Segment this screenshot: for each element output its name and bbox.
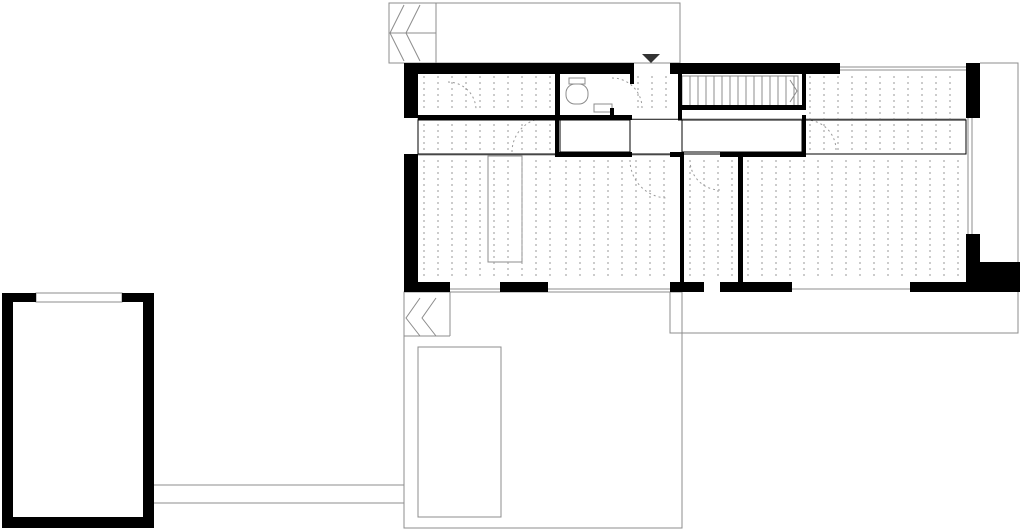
wall-inner-v-1 xyxy=(555,74,560,120)
right-terrace-outline xyxy=(669,62,1019,334)
lower-planter-outline xyxy=(417,346,502,518)
door-swing-hall xyxy=(629,159,669,199)
triangle-down-icon xyxy=(642,54,660,63)
door-swing-wc xyxy=(611,77,643,109)
garage-wall-right xyxy=(143,293,154,528)
toilet-icon xyxy=(565,77,613,113)
wall-inner-v-6 xyxy=(802,74,806,110)
wall-inner-v-3 xyxy=(678,74,682,120)
wall-right-corner xyxy=(966,262,1020,292)
chevron-left-icon xyxy=(389,4,437,337)
stair-outline xyxy=(681,75,799,107)
wall-inner-v-7 xyxy=(802,115,806,157)
wall-inner-row-2 xyxy=(682,105,806,110)
wall-bottom-5 xyxy=(910,282,1020,292)
floor-pattern xyxy=(423,76,959,278)
wall-top-left xyxy=(404,63,634,74)
corridor-box xyxy=(559,119,803,153)
wall-inner-v-8 xyxy=(630,74,634,84)
wall-left-upper xyxy=(404,63,418,118)
garage-wall-left xyxy=(2,293,13,528)
basin-icon xyxy=(593,103,613,113)
door-swing-room xyxy=(689,159,721,191)
stair-arrow-icon xyxy=(789,79,798,103)
wall-bottom-2 xyxy=(500,282,548,292)
wall-bottom-4 xyxy=(720,282,792,292)
lower-terrace-outline xyxy=(403,291,683,529)
door-swing-storage xyxy=(447,81,477,111)
corridor-fill xyxy=(560,120,802,152)
garage-wall-top-right xyxy=(122,293,154,302)
garage-wall-bottom xyxy=(2,517,154,528)
wall-bottom-3 xyxy=(670,282,704,292)
wall-inner-v-5 xyxy=(738,152,743,282)
stair-icon xyxy=(689,76,795,106)
door-swing-kitchen xyxy=(511,117,547,153)
wall-bottom-1 xyxy=(404,282,450,292)
wall-inner-v-2 xyxy=(555,115,559,157)
wall-top-right xyxy=(670,63,840,74)
garage-window-outline xyxy=(35,292,123,303)
wall-right-upper xyxy=(966,63,980,118)
wall-inner-v-4 xyxy=(680,152,684,282)
kitchen-island-outline xyxy=(487,155,523,263)
walls xyxy=(2,63,1020,528)
wall-inner-row-1 xyxy=(418,115,632,120)
garage-wall-top-left xyxy=(2,293,36,302)
wall-left-lower xyxy=(404,154,418,292)
wall-inner-v-9 xyxy=(610,108,614,120)
site-outlines xyxy=(35,2,1019,529)
